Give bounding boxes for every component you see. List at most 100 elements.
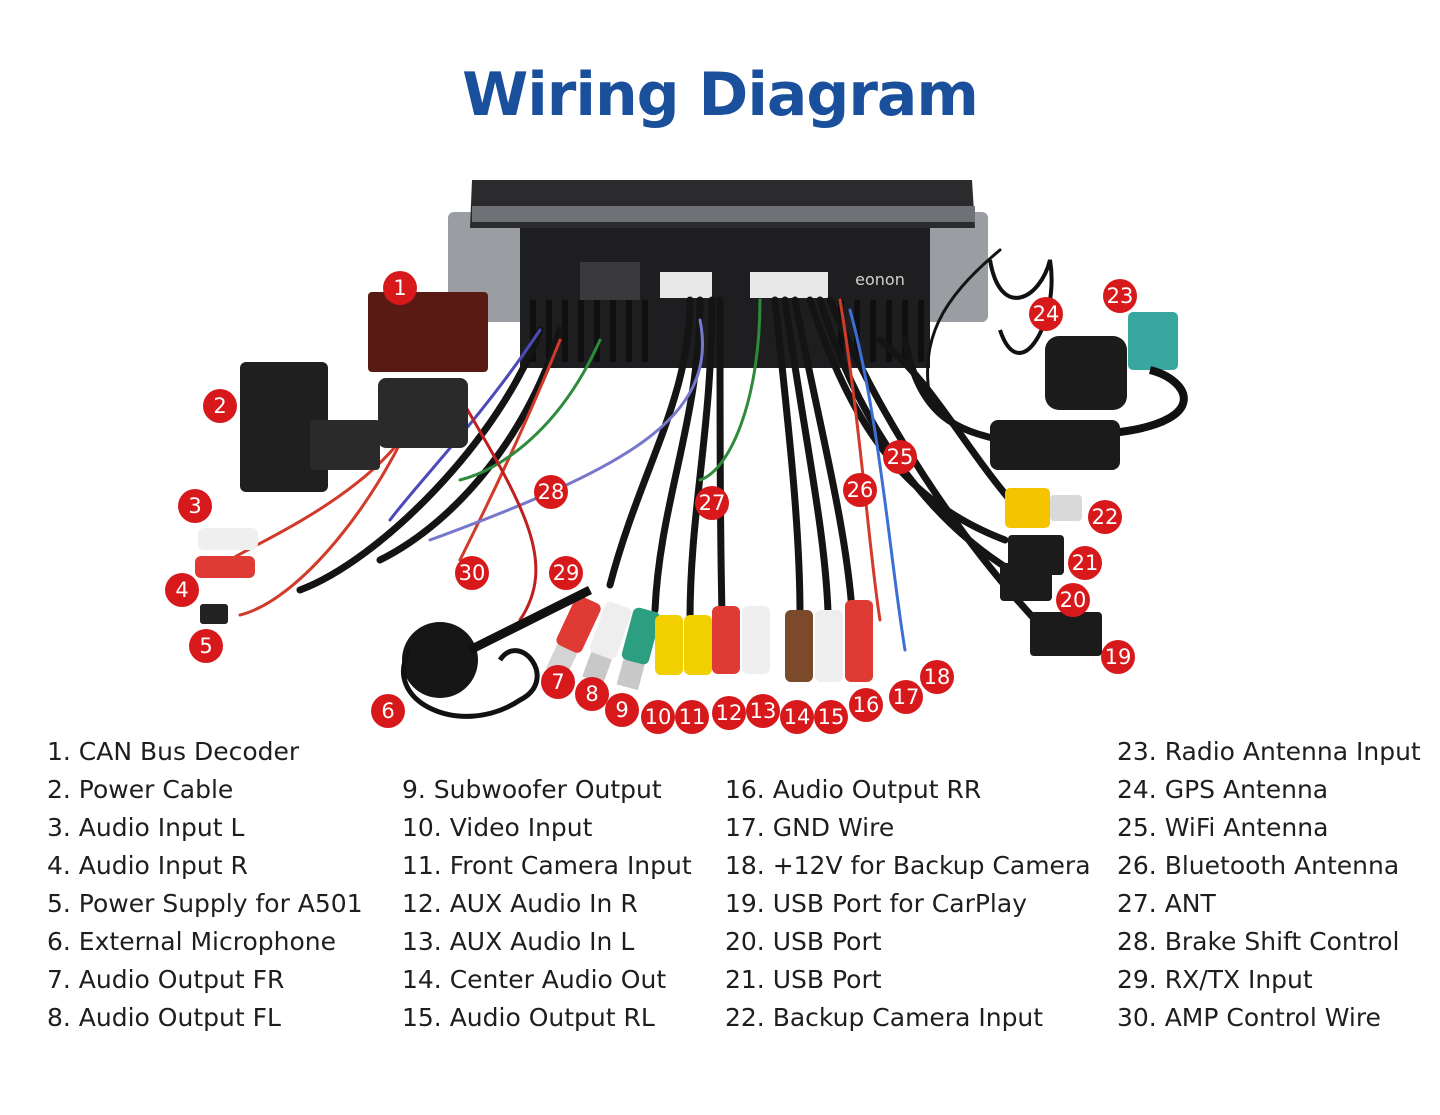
legend-item: 15. Audio Output RL	[402, 1003, 655, 1032]
badge-10: 10	[641, 700, 675, 734]
legend-item: 11. Front Camera Input	[402, 851, 692, 880]
legend-item: 19. USB Port for CarPlay	[725, 889, 1027, 918]
svg-text:23: 23	[1107, 284, 1134, 308]
wire-harness	[228, 248, 1044, 652]
badge-27: 27	[695, 486, 729, 520]
svg-text:29: 29	[553, 561, 580, 585]
legend-item: 9. Subwoofer Output	[402, 775, 662, 804]
legend-item: 2. Power Cable	[47, 775, 234, 804]
backup-camera-connector	[1005, 488, 1082, 528]
rca-plugs	[546, 596, 873, 691]
svg-text:18: 18	[924, 665, 951, 689]
legend-item: 28. Brake Shift Control	[1117, 927, 1400, 956]
svg-text:22: 22	[1092, 505, 1119, 529]
brand-logo: eonon	[855, 270, 905, 289]
svg-text:5: 5	[199, 634, 212, 658]
svg-text:11: 11	[679, 705, 706, 729]
legend-item	[402, 733, 692, 771]
svg-text:19: 19	[1105, 645, 1132, 669]
legend-item: 7. Audio Output FR	[47, 965, 285, 994]
badge-7: 7	[541, 665, 575, 699]
badge-19: 19	[1101, 640, 1135, 674]
svg-text:30: 30	[459, 561, 486, 585]
legend-item: 6. External Microphone	[47, 927, 336, 956]
badge-12: 12	[712, 696, 746, 730]
badge-9: 9	[605, 693, 639, 727]
power-cable-connector	[240, 362, 380, 492]
gps-antenna	[988, 259, 1127, 410]
legend-item: 27. ANT	[1117, 889, 1216, 918]
page-title: Wiring Diagram	[462, 60, 979, 130]
badge-21: 21	[1068, 546, 1102, 580]
legend-item: 30. AMP Control Wire	[1117, 1003, 1381, 1032]
svg-text:10: 10	[645, 705, 672, 729]
legend-item: 25. WiFi Antenna	[1117, 813, 1329, 842]
badge-20: 20	[1056, 583, 1090, 617]
badge-30: 30	[455, 556, 489, 590]
badge-17: 17	[889, 680, 923, 714]
svg-text:1: 1	[393, 276, 406, 300]
badge-23: 23	[1103, 279, 1137, 313]
svg-text:26: 26	[847, 478, 874, 502]
svg-text:2: 2	[213, 394, 226, 418]
svg-text:3: 3	[188, 494, 201, 518]
legend-item: 18. +12V for Backup Camera	[725, 851, 1091, 880]
badge-25: 25	[883, 440, 917, 474]
legend-item: 14. Center Audio Out	[402, 965, 667, 994]
svg-text:20: 20	[1060, 588, 1087, 612]
legend-item: 23. Radio Antenna Input	[1117, 737, 1421, 766]
legend-item: 1. CAN Bus Decoder	[47, 737, 300, 766]
badge-1: 1	[383, 271, 417, 305]
svg-text:4: 4	[175, 578, 188, 602]
legend-item: 22. Backup Camera Input	[725, 1003, 1044, 1032]
svg-text:8: 8	[585, 682, 598, 706]
svg-text:21: 21	[1072, 551, 1099, 575]
head-unit: eonon	[448, 180, 988, 368]
svg-text:6: 6	[381, 699, 394, 723]
external-microphone	[401, 585, 593, 719]
can-bus-decoder	[368, 292, 488, 448]
svg-text:25: 25	[887, 445, 914, 469]
legend-item: 20. USB Port	[725, 927, 882, 956]
svg-text:16: 16	[853, 693, 880, 717]
badge-22: 22	[1088, 500, 1122, 534]
legend-item: 13. AUX Audio In L	[402, 927, 635, 956]
legend-item: 12. AUX Audio In R	[402, 889, 638, 918]
legend-item: 17. GND Wire	[725, 813, 895, 842]
svg-text:12: 12	[716, 701, 743, 725]
usb-connectors	[1000, 535, 1102, 656]
legend-column-2: 9. Subwoofer Output 10. Video Input 11. …	[402, 733, 692, 1037]
legend-item: 16. Audio Output RR	[725, 775, 982, 804]
legend-item	[725, 733, 1091, 771]
badge-26: 26	[843, 473, 877, 507]
svg-text:24: 24	[1033, 302, 1060, 326]
badge-8: 8	[575, 677, 609, 711]
legend-item: 26. Bluetooth Antenna	[1117, 851, 1400, 880]
badge-5: 5	[189, 629, 223, 663]
legend-item: 10. Video Input	[402, 813, 593, 842]
legend-item: 8. Audio Output FL	[47, 1003, 281, 1032]
badge-16: 16	[849, 688, 883, 722]
badge-14: 14	[780, 700, 814, 734]
badge-13: 13	[746, 694, 780, 728]
wiring-diagram: eonon	[165, 180, 1188, 734]
badge-29: 29	[549, 556, 583, 590]
legend-column-1: 1. CAN Bus Decoder 2. Power Cable 3. Aud…	[47, 733, 363, 1037]
svg-text:15: 15	[818, 705, 845, 729]
legend-item: 5. Power Supply for A501	[47, 889, 363, 918]
legend-item: 29. RX/TX Input	[1117, 965, 1313, 994]
svg-text:9: 9	[615, 698, 628, 722]
badge-6: 6	[371, 694, 405, 728]
legend-item: 21. USB Port	[725, 965, 882, 994]
svg-text:27: 27	[699, 491, 726, 515]
badge-4: 4	[165, 573, 199, 607]
badge-24: 24	[1029, 297, 1063, 331]
svg-text:17: 17	[893, 685, 920, 709]
badge-28: 28	[534, 475, 568, 509]
legend-item: 3. Audio Input L	[47, 813, 245, 842]
audio-input-plugs	[195, 528, 258, 624]
legend-column-4: 23. Radio Antenna Input 24. GPS Antenna …	[1117, 733, 1421, 1037]
legend-item: 4. Audio Input R	[47, 851, 248, 880]
badge-15: 15	[814, 700, 848, 734]
badge-11: 11	[675, 700, 709, 734]
